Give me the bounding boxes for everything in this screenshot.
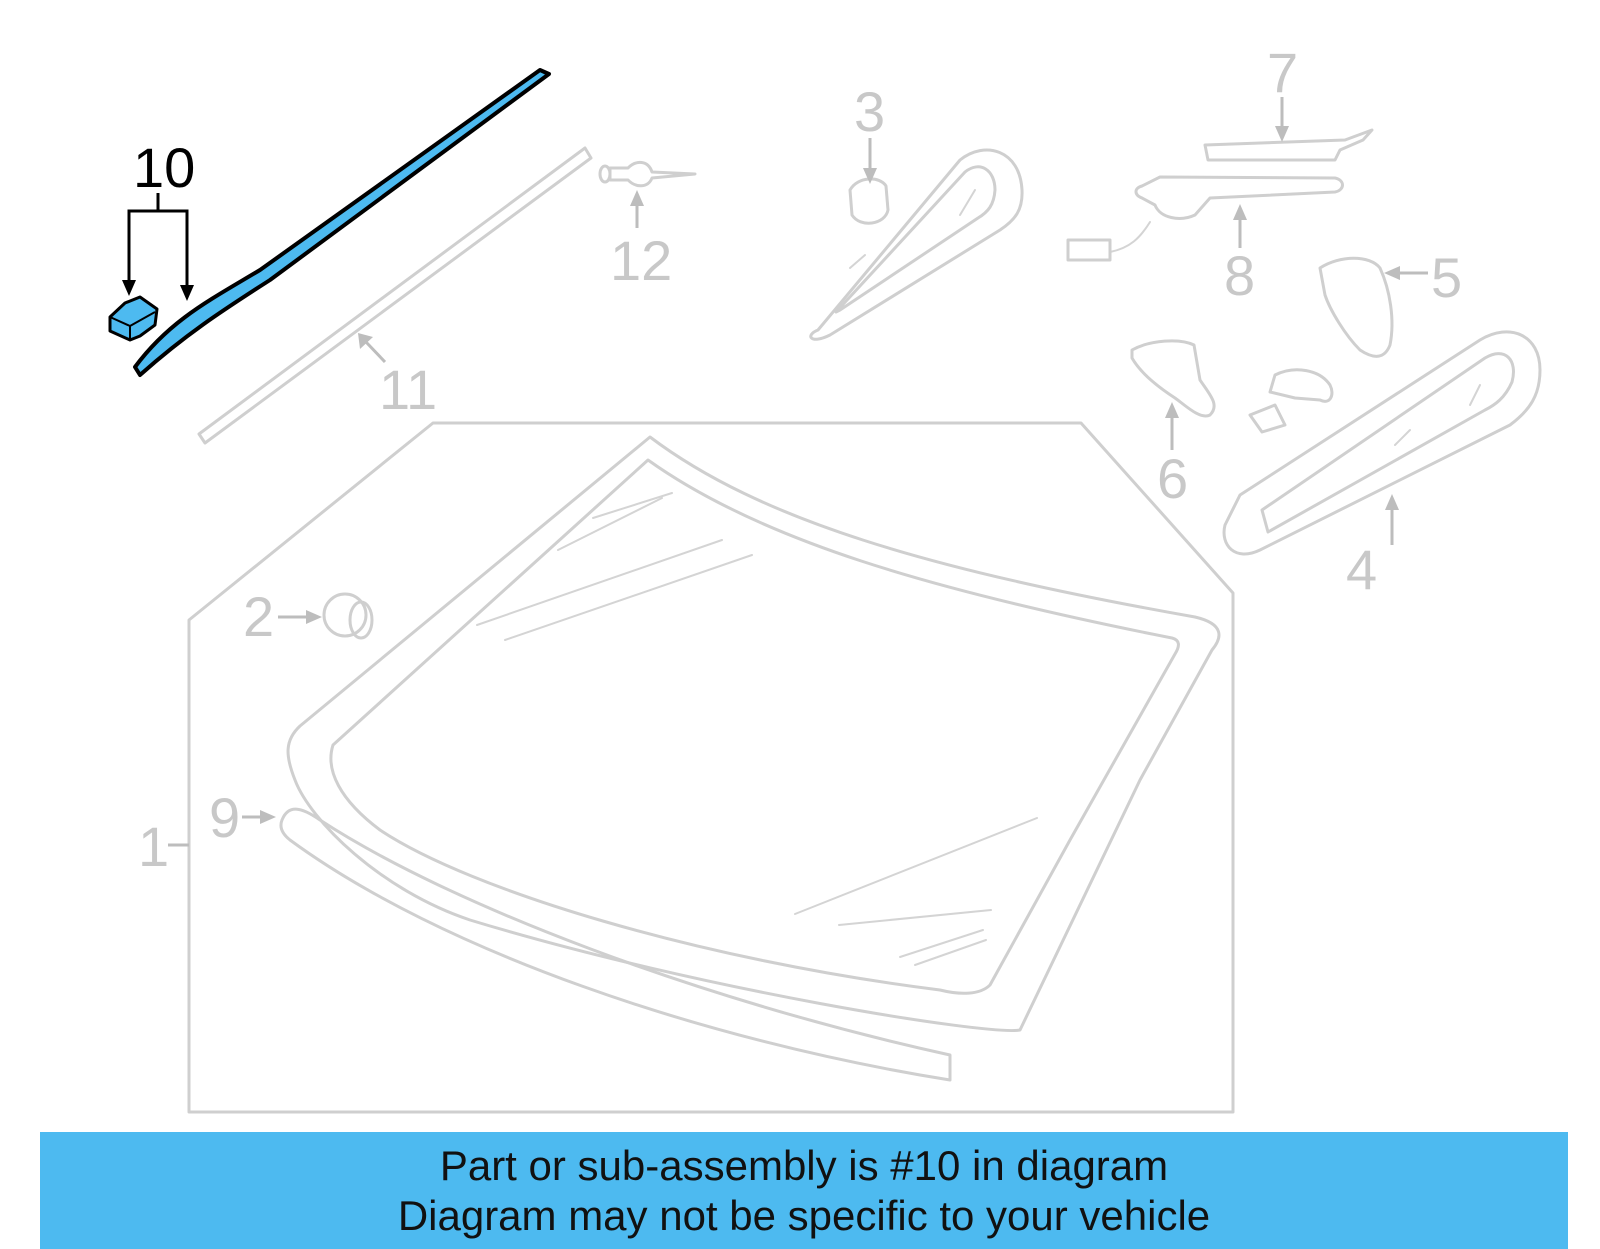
cover-6 bbox=[1130, 339, 1216, 418]
callout-2: 2 bbox=[243, 585, 322, 648]
callout-4: 4 bbox=[1346, 494, 1399, 601]
sensor-8 bbox=[1066, 175, 1344, 262]
bracket-7 bbox=[1203, 128, 1374, 162]
callout-10-label: 10 bbox=[133, 136, 195, 199]
callout-12: 12 bbox=[610, 190, 672, 292]
mirror-3 bbox=[809, 148, 1024, 341]
callout-4-label: 4 bbox=[1346, 538, 1377, 601]
roof-molding-10 bbox=[108, 68, 551, 377]
banner-line-1: Part or sub-assembly is #10 in diagram bbox=[439, 1141, 1169, 1189]
callout-12-label: 12 bbox=[610, 229, 672, 292]
cover-5 bbox=[1318, 256, 1394, 358]
callout-6-label: 6 bbox=[1157, 447, 1188, 510]
clip-2 bbox=[322, 592, 374, 640]
callout-11: 11 bbox=[358, 333, 437, 421]
callout-5: 5 bbox=[1384, 246, 1462, 309]
callout-9: 9 bbox=[209, 786, 276, 849]
callout-9-label: 9 bbox=[209, 786, 240, 849]
info-banner: Part or sub-assembly is #10 in diagram D… bbox=[40, 1132, 1568, 1249]
callout-11-label: 11 bbox=[379, 358, 437, 421]
lower-weatherstrip bbox=[279, 807, 952, 1082]
windshield-panel bbox=[187, 421, 1235, 1114]
banner-line-2: Diagram may not be specific to your vehi… bbox=[397, 1191, 1211, 1239]
callout-8: 8 bbox=[1224, 204, 1255, 307]
callout-7-label: 7 bbox=[1267, 41, 1298, 104]
callout-10: 10 bbox=[122, 136, 195, 301]
callout-8-label: 8 bbox=[1224, 244, 1255, 307]
callout-5-label: 5 bbox=[1431, 246, 1462, 309]
molding-11 bbox=[197, 146, 593, 445]
callout-6: 6 bbox=[1157, 402, 1188, 510]
windshield-glass bbox=[286, 435, 1221, 1032]
mirror-4 bbox=[1222, 330, 1542, 556]
callout-2-label: 2 bbox=[243, 585, 274, 648]
fastener-12 bbox=[598, 161, 697, 188]
callout-7: 7 bbox=[1267, 41, 1298, 142]
callout-1: 1 bbox=[138, 815, 189, 878]
callout-1-label: 1 bbox=[138, 815, 169, 878]
callout-3: 3 bbox=[854, 80, 885, 184]
callout-3-label: 3 bbox=[854, 80, 885, 143]
